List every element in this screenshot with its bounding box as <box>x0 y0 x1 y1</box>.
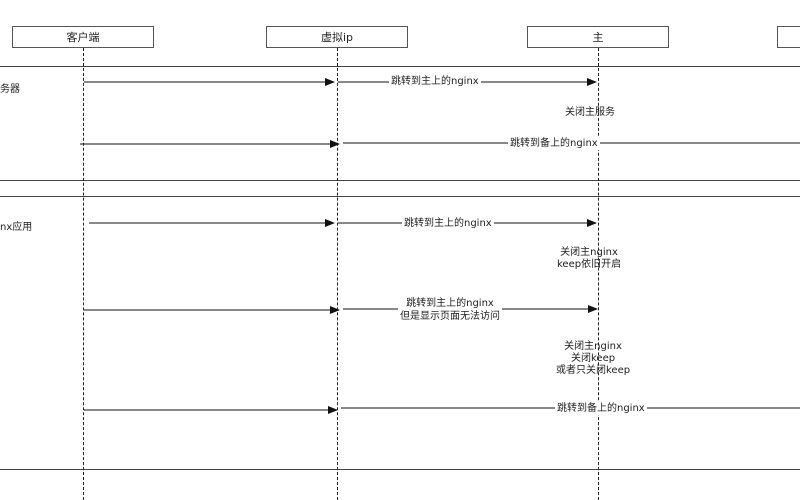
note-3: 关闭主nginx 关闭keep 或者只关闭keep <box>556 341 630 377</box>
frame-divider-upper <box>0 180 800 181</box>
frame-bottom-line <box>0 469 800 470</box>
message-2-label: 跳转到备上的nginx <box>508 137 600 150</box>
lifeline-client <box>83 48 84 500</box>
note-3-line2: 关闭keep <box>571 353 616 364</box>
message-3-label: 跳转到主上的nginx <box>402 217 494 230</box>
note-2-line1: 关闭主nginx <box>560 247 618 258</box>
lifeline-master <box>598 48 599 500</box>
message-5-label: 跳转到备上的nginx <box>555 402 647 415</box>
participant-master: 主 <box>527 26 669 48</box>
note-1-line1: 关闭主服务 <box>565 107 615 118</box>
participant-partial <box>777 26 800 48</box>
participant-master-label: 主 <box>592 31 604 44</box>
section-label-server: 务器 <box>0 84 20 95</box>
note-3-line3: 或者只关闭keep <box>556 365 631 376</box>
note-3-line1: 关闭主nginx <box>564 341 622 352</box>
frame-top-line <box>0 66 800 67</box>
section-label-nginx-app: nx应用 <box>0 222 33 233</box>
message-4-label-line2: 但是显示页面无法访问 <box>400 311 500 322</box>
message-4-label-line1: 跳转到主上的nginx <box>406 298 494 309</box>
lifeline-virtual-ip <box>337 48 338 500</box>
note-2: 关闭主nginx keep依旧开启 <box>557 247 621 271</box>
message-4-label: 跳转到主上的nginx 但是显示页面无法访问 <box>398 297 502 323</box>
note-1: 关闭主服务 <box>565 107 615 119</box>
participant-virtual-ip-label: 虚拟ip <box>320 31 354 44</box>
note-2-line2: keep依旧开启 <box>557 259 622 270</box>
participant-virtual-ip: 虚拟ip <box>266 26 408 48</box>
participant-client: 客户端 <box>12 26 154 48</box>
participant-client-label: 客户端 <box>66 31 100 44</box>
message-1-label: 跳转到主上的nginx <box>389 75 481 88</box>
frame-divider-lower <box>0 196 800 197</box>
